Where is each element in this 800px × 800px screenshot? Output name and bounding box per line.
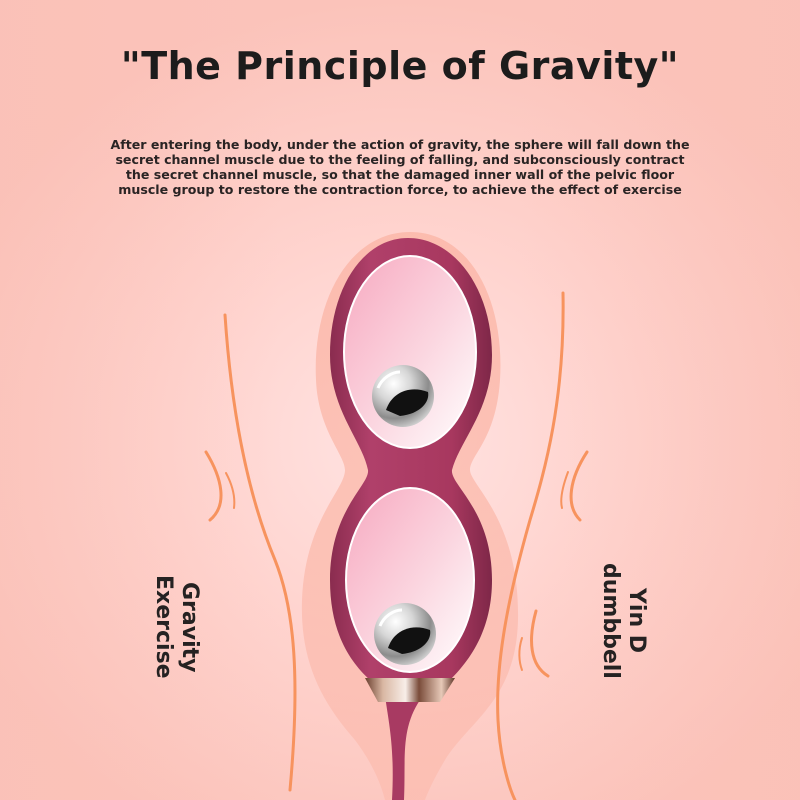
page-title: "The Principle of Gravity": [120, 44, 680, 88]
label-gravity-exercise: Gravity Exercise: [151, 575, 202, 679]
lower-sphere-icon: [374, 603, 436, 665]
body-outline-left: [204, 313, 297, 792]
metal-ring: [365, 678, 455, 702]
tail-cord: [385, 695, 420, 800]
body-outline-right: [496, 291, 589, 800]
label-yin-dumbbell: Yin D dumbbell: [598, 563, 649, 679]
upper-sphere-icon: [372, 365, 434, 427]
description: After entering the body, under the actio…: [110, 137, 690, 197]
